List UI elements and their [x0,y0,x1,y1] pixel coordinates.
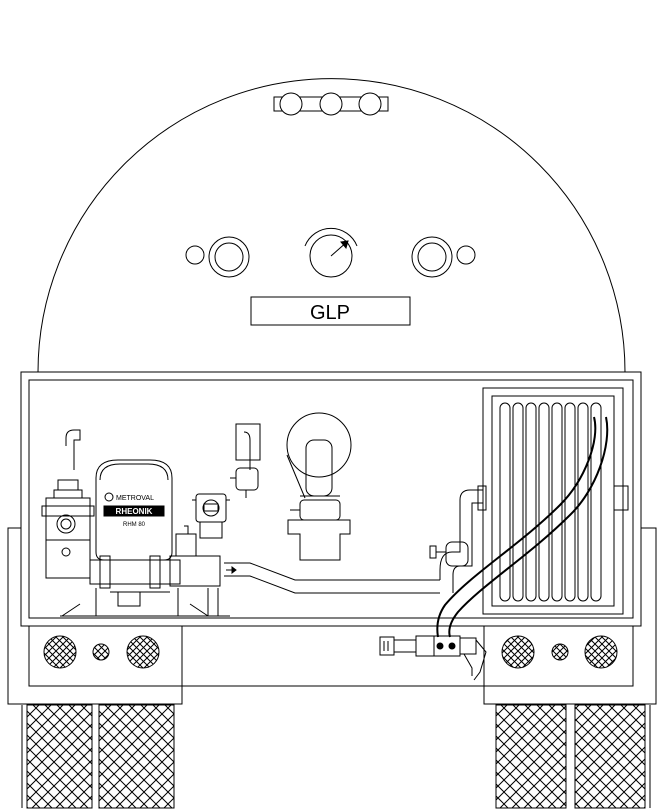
top-valve-bar [273,92,389,116]
pressure-gauge-icon [304,227,358,278]
tank: GLP [37,78,626,373]
meter-brand: RHEONIK [116,507,153,516]
wheels-left [21,704,175,809]
mass-flow-meter: METROVAL RHEONIK RHM 80 [95,459,173,561]
emergency-valve [286,412,352,561]
left-valve [185,236,250,278]
vent-valve [230,423,261,498]
rear-lights-right [501,635,618,669]
glp-label: GLP [310,302,350,324]
meter-manifold [60,555,230,617]
wheels-right [495,704,651,809]
hose-reel-icon [436,387,629,638]
right-valve [411,236,476,278]
transmitter [175,493,230,557]
nozzle-icon [379,635,487,681]
cabinet-inner [28,379,634,619]
discharge-pipe [224,562,440,594]
hose-coils [499,402,602,602]
rear-lights-left [43,635,160,669]
cabinet-outer [20,371,642,627]
cabinet [7,371,657,705]
bumper-panel [28,625,634,687]
glp-plate: GLP [250,296,411,326]
maker-logo-icon [104,492,114,502]
meter-maker: METROVAL [116,495,154,502]
tank-dome [37,78,626,373]
strainer [41,429,95,579]
meter-model: RHM 80 [123,522,146,528]
reel-inlet-pipe [429,489,483,593]
